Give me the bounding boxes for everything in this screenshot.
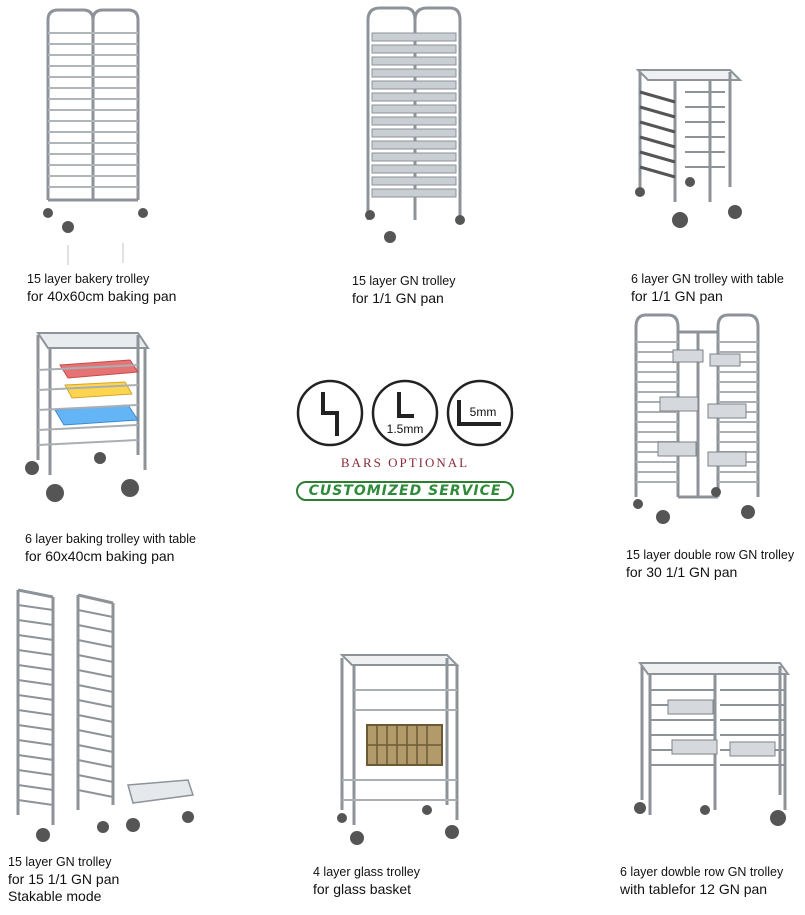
product-subtitle: for 15 1/1 GN pan [8,870,120,887]
bakery-trolley-caption: 15 layer bakery trolley for 40x60cm baki… [27,272,176,305]
product-title: 6 layer baking trolley with table [25,532,196,546]
product-title: 15 layer GN trolley [8,855,112,869]
product-subtitle: for 30 1/1 GN pan [626,563,738,580]
baking-trolley-table-caption: 6 layer baking trolley with table for 60… [25,532,196,565]
gn-trolley-caption: 15 layer GN trolley for 1/1 GN pan [352,274,456,307]
product-subtitle: for glass basket [313,880,412,897]
bars-options-panel: 1.5mm 5mm BARS OPTIONAL CUSTOMIZED SERVI… [290,375,520,510]
stackable-trolley-caption: 15 layer GN trolley for 15 1/1 GN pan St… [8,855,119,906]
product-title: 4 layer glass trolley [313,865,420,879]
product-subtitle: for 60x40cm baking pan [25,547,175,564]
bar-width-label: 5mm [469,405,497,419]
stackable-trolley-image [8,585,198,845]
customized-service-badge: CUSTOMIZED SERVICE [296,481,514,501]
bar-profile-flat-icon: 5mm [445,378,515,448]
gn-trolley-image [360,5,470,245]
customized-service-text: CUSTOMIZED SERVICE [308,483,502,499]
product-subtitle: for 1/1 GN pan [352,289,444,306]
product-title: 6 layer dowble row GN trolley [620,865,784,879]
product-title: 15 layer GN trolley [352,274,456,288]
double-row-trolley-image [628,312,768,527]
baking-trolley-table-image [20,330,160,510]
bar-profile-l-icon: 1.5mm [370,378,440,448]
bar-profile-z-icon [295,378,365,448]
product-title: 6 layer GN trolley with table [631,272,784,286]
glass-trolley-image [332,650,467,850]
product-note: Stakable mode [8,888,102,905]
bakery-trolley-image [38,5,158,265]
product-subtitle: for 40x60cm baking pan [27,287,177,304]
double-row-table-trolley-image [630,660,795,835]
bar-thickness-label: 1.5mm [386,422,424,436]
gn-trolley-table-caption: 6 layer GN trolley with table for 1/1 GN… [631,272,784,305]
gn-trolley-table-image [630,62,750,232]
double-row-trolley-caption: 15 layer double row GN trolley for 30 1/… [626,548,794,581]
product-title: 15 layer double row GN trolley [626,548,795,562]
glass-trolley-caption: 4 layer glass trolley for glass basket [313,865,420,898]
double-row-table-trolley-caption: 6 layer dowble row GN trolley with table… [620,865,783,898]
product-subtitle: with tablefor 12 GN pan [620,880,768,897]
bars-optional-text: BARS OPTIONAL [340,455,470,470]
product-subtitle: for 1/1 GN pan [631,287,723,304]
product-title: 15 layer bakery trolley [27,272,150,286]
